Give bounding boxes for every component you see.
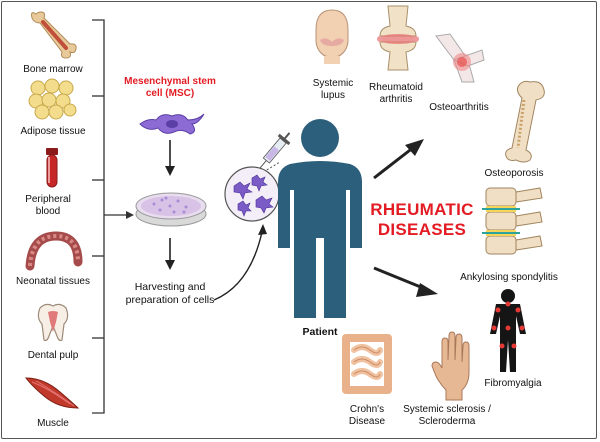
tooth-icon	[37, 303, 69, 342]
source-label-peripheral-blood: Peripheral blood	[25, 194, 71, 217]
petri-dish-icon	[135, 192, 207, 227]
body-pain-icon	[490, 289, 526, 372]
hand-icon	[431, 331, 470, 401]
bone-marrow-icon	[31, 11, 77, 59]
disease-label-fibromyalgia: Fibromyalgia	[484, 378, 542, 389]
source-label-neonatal: Neonatal tissues	[16, 276, 90, 287]
disease-label-crohns: Crohn's Disease	[348, 404, 386, 427]
msc-cell-icon	[139, 113, 205, 135]
umbilical-cord-icon	[25, 231, 83, 271]
disease-label-lupus: Systemic lupus	[312, 78, 354, 101]
source-label-adipose: Adipose tissue	[20, 126, 86, 137]
disease-label-osteoporosis: Osteoporosis	[484, 168, 544, 179]
spine-icon	[482, 187, 543, 255]
source-label-bone-marrow: Bone marrow	[23, 64, 83, 75]
patient-label: Patient	[302, 326, 338, 338]
muscle-icon	[24, 377, 80, 409]
disease-label-ra: Rheumatoid arthritis	[369, 82, 423, 105]
patient-figure-icon	[278, 119, 362, 318]
knee-leg-icon	[435, 33, 485, 83]
disease-label-as: Ankylosing spondylitis	[460, 272, 558, 283]
femur-icon	[505, 80, 545, 163]
harvest-label: Harvesting and preparation of cells	[125, 281, 215, 306]
knee-joint-icon	[377, 5, 419, 71]
source-label-dental-pulp: Dental pulp	[27, 350, 79, 361]
adipose-tissue-icon	[28, 78, 77, 120]
disease-label-oa: Osteoarthritis	[429, 102, 489, 113]
msc-title: Mesenchymal stem cell (MSC)	[124, 76, 216, 99]
intestine-icon	[342, 334, 392, 394]
disease-label-scleroderma: Systemic sclerosis / Scleroderma	[403, 404, 491, 427]
source-label-muscle: Muscle	[37, 418, 69, 429]
lupus-face-icon	[315, 9, 349, 64]
blood-tube-icon	[46, 148, 58, 188]
rheumatic-title: RHEUMATIC DISEASES	[370, 200, 474, 239]
